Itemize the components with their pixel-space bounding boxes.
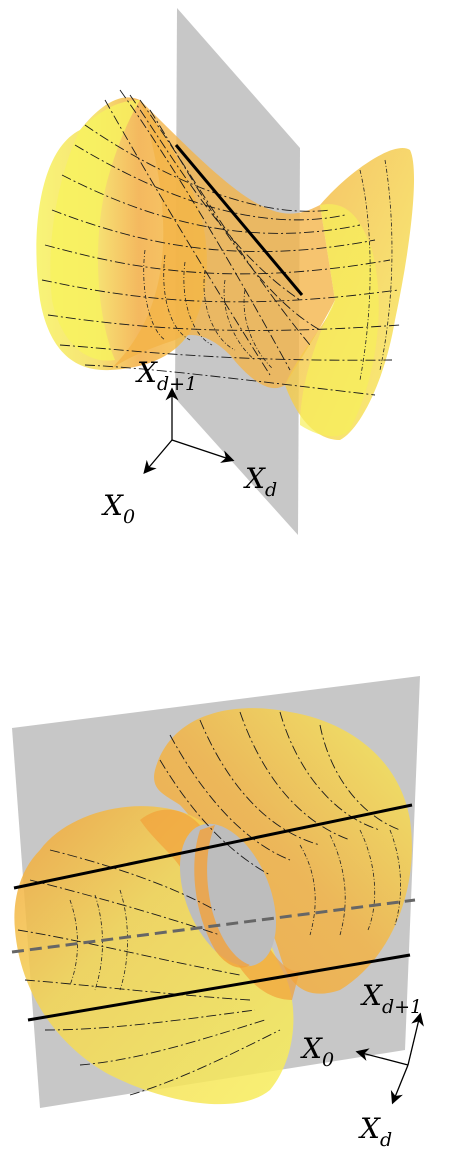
- bottom-bold-line-upper: [13, 803, 413, 890]
- bottom-axes-gizmo: Xd+1 X0 Xd: [300, 979, 424, 1151]
- top-axis-right-arrow: [171, 439, 235, 463]
- top-axis-down-arrow: [143, 439, 173, 474]
- bottom-axis-up-arrow: [407, 1012, 424, 1066]
- bottom-axis-left-label: X0: [300, 1032, 334, 1071]
- bottom-axis-down-arrow: [390, 1064, 409, 1105]
- top-surface-rulings: [41, 89, 401, 396]
- bottom-surface-curves: [69, 829, 401, 991]
- bottom-bold-line-lower: [27, 953, 411, 1022]
- bottom-surface-rulings: [17, 711, 401, 1096]
- top-axis-down-label: X0: [101, 489, 135, 528]
- top-axis-right-label: Xd: [243, 462, 277, 501]
- top-surface-curves: [143, 159, 393, 381]
- figure-top: Xd+1 Xd X0: [36, 8, 415, 535]
- top-bold-line: [174, 144, 304, 296]
- bottom-upper-lobe: [154, 708, 412, 994]
- bottom-axis-up-label: Xd+1: [360, 979, 422, 1018]
- bottom-axis-down-label: Xd: [358, 1112, 392, 1151]
- bottom-axis-left-arrow: [355, 1048, 409, 1066]
- top-axis-up-label: Xd+1: [135, 356, 197, 395]
- bottom-center-axis-line: [11, 898, 416, 954]
- figure-bottom: Xd+1 X0 Xd: [11, 676, 424, 1151]
- top-axes-gizmo: Xd+1 Xd X0: [101, 356, 277, 528]
